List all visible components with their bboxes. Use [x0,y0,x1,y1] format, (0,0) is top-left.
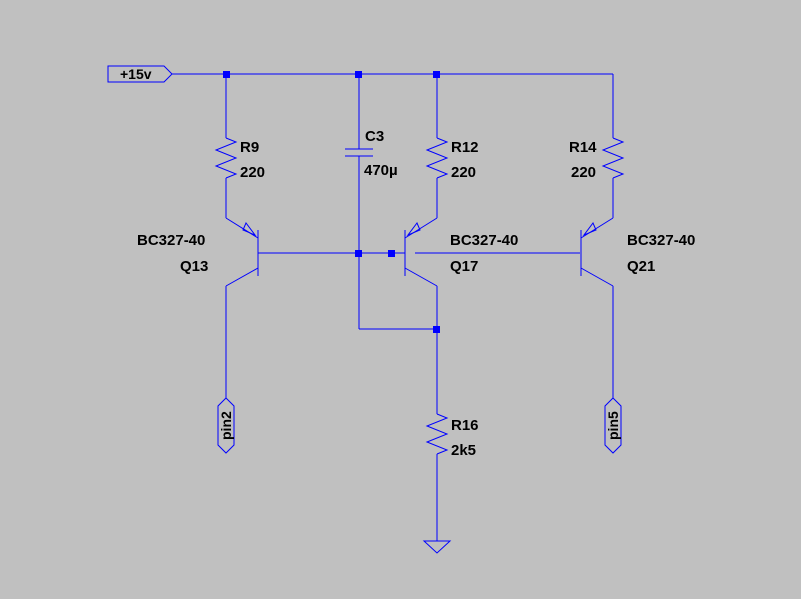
q13-model: BC327-40 [137,232,205,249]
junction-dot [388,250,395,257]
junction-dots [223,71,440,333]
transistor-q17[interactable]: BC327-40 Q17 [392,217,518,329]
r9-value: 220 [240,164,265,181]
resistor-r12[interactable]: R12 220 [425,74,479,218]
q17-model: BC327-40 [450,232,518,249]
transistor-q13[interactable]: BC327-40 Q13 [137,217,268,398]
pin2-label: pin2 [218,411,234,440]
r12-name: R12 [451,139,479,156]
ground-symbol-icon[interactable] [422,540,452,554]
r16-name: R16 [451,417,479,434]
resistor-r9[interactable]: R9 220 [214,74,265,218]
c3-value: 470µ [364,162,398,179]
transistor-q21[interactable]: BC327-40 Q21 [580,217,695,398]
supply-port-label: +15v [120,66,152,82]
junction-dot [433,71,440,78]
junction-dot [223,71,230,78]
junction-dot [433,326,440,333]
r14-value: 220 [571,164,596,181]
r16-value: 2k5 [451,442,476,459]
q21-model: BC327-40 [627,232,695,249]
port-pin5[interactable]: pin5 [604,397,622,454]
pin5-label: pin5 [605,411,621,440]
q21-name: Q21 [627,258,655,275]
r14-name: R14 [569,139,597,156]
c3-name: C3 [365,128,384,145]
junction-dot [355,250,362,257]
capacitor-c3[interactable]: C3 470µ [345,74,398,329]
resistor-r14[interactable]: R14 220 [569,74,625,218]
r9-name: R9 [240,139,259,156]
q17-name: Q17 [450,258,478,275]
r12-value: 220 [451,164,476,181]
junction-dot [355,71,362,78]
port-pin2[interactable]: pin2 [217,397,235,454]
supply-port-15v[interactable]: +15v [107,65,173,83]
q13-name: Q13 [180,258,208,275]
resistor-r16[interactable]: R16 2k5 [425,329,479,541]
